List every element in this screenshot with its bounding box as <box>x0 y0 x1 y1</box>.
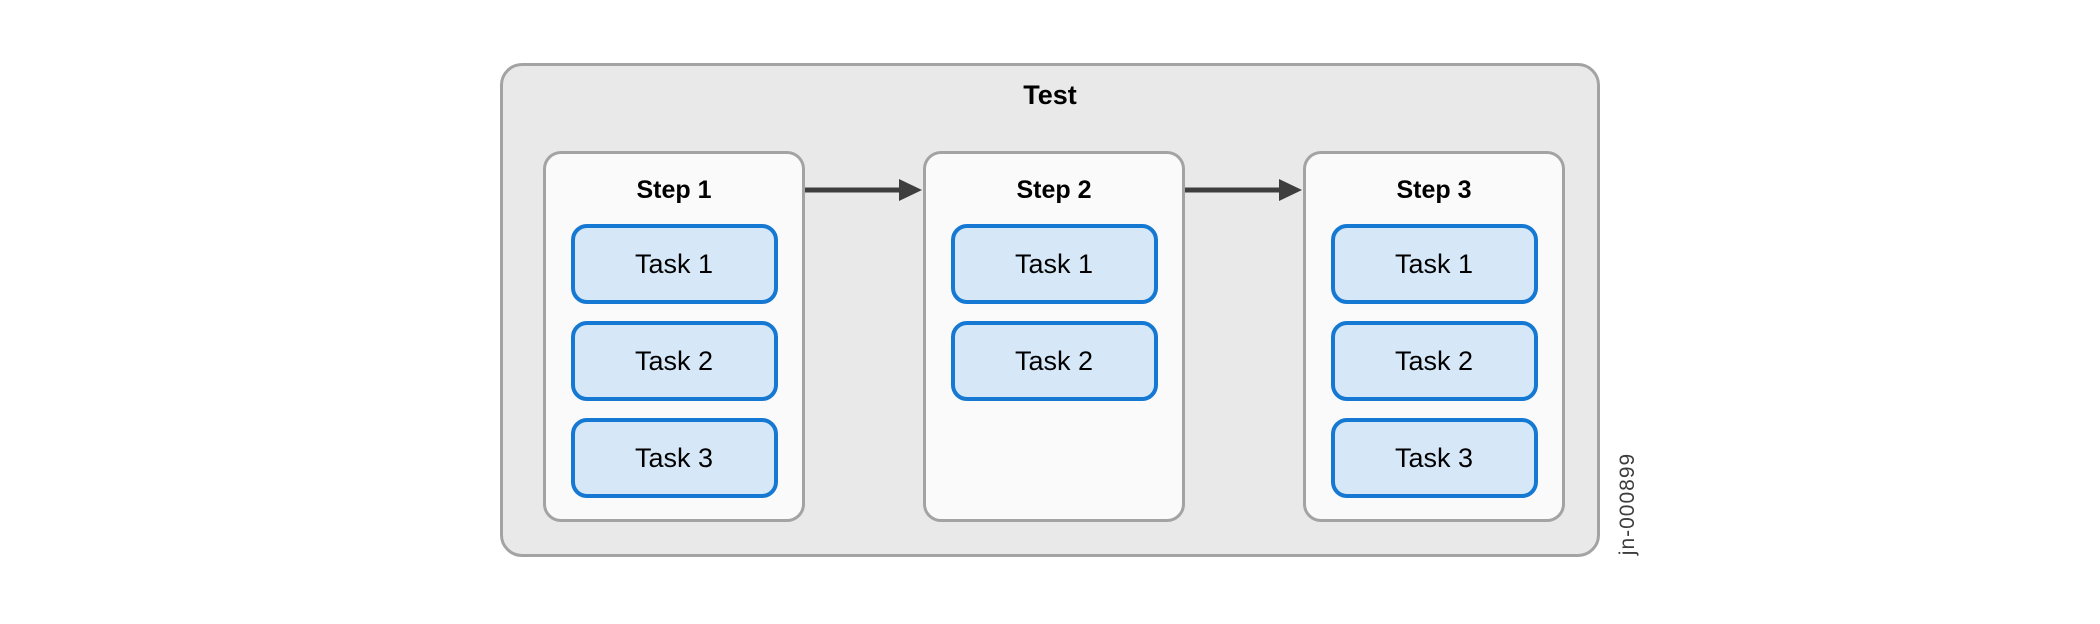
arrow-step2-to-step3-icon <box>1185 179 1302 201</box>
step-3-task-2: Task 2 <box>1330 321 1538 401</box>
step-1-task-1: Task 1 <box>570 224 778 304</box>
step-3-task-1: Task 1 <box>1330 224 1538 304</box>
step-2-box: Step 2 Task 1 Task 2 <box>923 151 1185 522</box>
figure-number-label: jn-000899 <box>1616 452 1639 556</box>
test-group-box: Test Step 1 Task 1 Task 2 Task 3 Step 2 … <box>500 63 1600 557</box>
step-1-task-3: Task 3 <box>570 418 778 498</box>
step-1-task-list: Task 1 Task 2 Task 3 <box>570 224 778 498</box>
step-1-title: Step 1 <box>636 176 712 204</box>
step-3-box: Step 3 Task 1 Task 2 Task 3 <box>1303 151 1565 522</box>
step-2-task-2: Task 2 <box>950 321 1158 401</box>
step-3-task-list: Task 1 Task 2 Task 3 <box>1330 224 1538 498</box>
arrow-step1-to-step2-icon <box>805 179 922 201</box>
step-3-task-3: Task 3 <box>1330 418 1538 498</box>
step-3-title: Step 3 <box>1396 176 1472 204</box>
step-2-task-1: Task 1 <box>950 224 1158 304</box>
test-group-title: Test <box>1023 80 1077 110</box>
step-1-task-2: Task 2 <box>570 321 778 401</box>
step-2-title: Step 2 <box>1016 176 1092 204</box>
step-1-box: Step 1 Task 1 Task 2 Task 3 <box>543 151 805 522</box>
step-2-task-list: Task 1 Task 2 <box>950 224 1158 401</box>
